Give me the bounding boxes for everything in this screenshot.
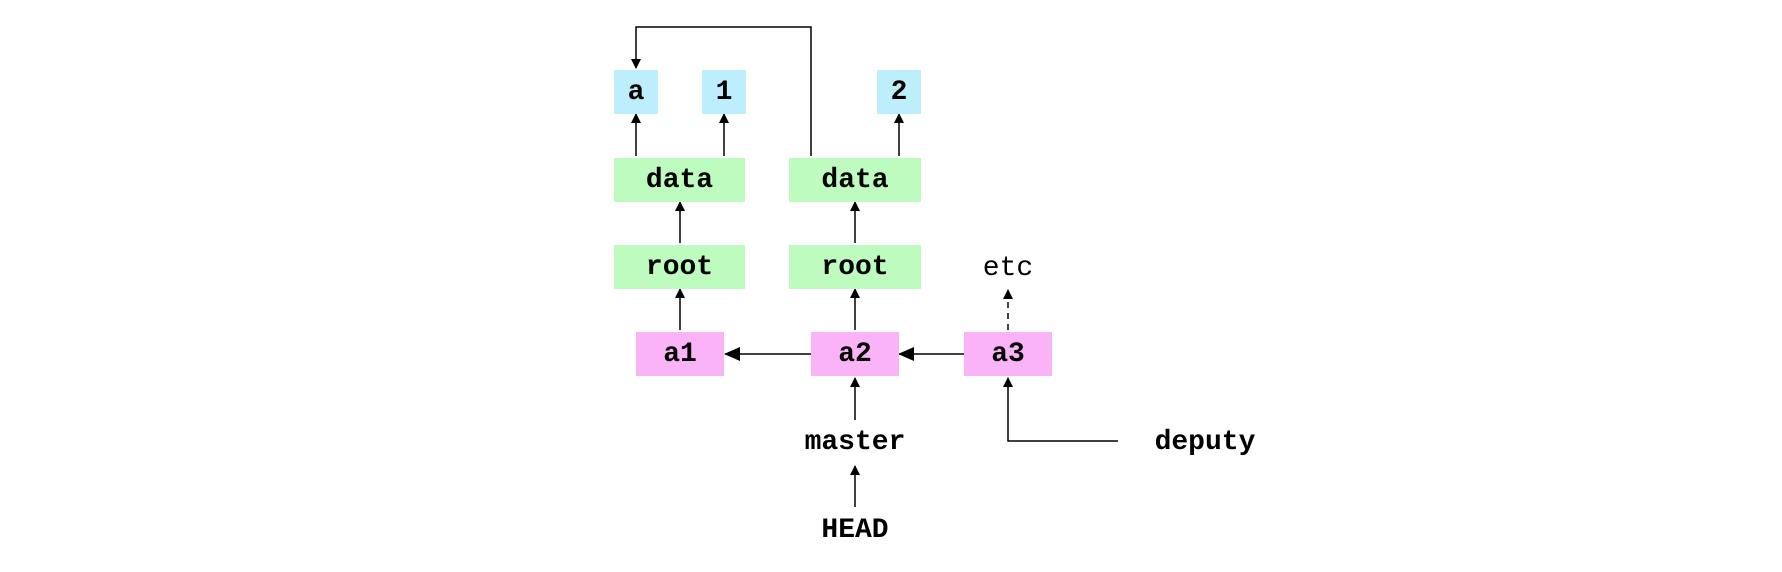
ref-head-label: HEAD — [821, 514, 889, 546]
commit-a2-node: a2 — [811, 332, 899, 376]
commit-a3-node: a3 — [964, 332, 1052, 376]
commit-a1-node: a1 — [636, 332, 724, 376]
tree-data-right-node: data — [789, 158, 921, 202]
commit-a2-label: a2 — [838, 338, 872, 370]
tree-root-left-label: root — [645, 251, 714, 283]
commit-a1-label: a1 — [663, 338, 697, 370]
tree-root-left-node: root — [614, 245, 745, 289]
etc-label: etc — [982, 252, 1034, 284]
blob-2-label: 2 — [890, 76, 908, 108]
blob-a-label: a — [627, 76, 645, 108]
blob-1-label: 1 — [715, 76, 733, 108]
tree-root-right-node: root — [789, 245, 921, 289]
edge-data-right-to-blob-a — [631, 26, 812, 156]
blob-2-node: 2 — [877, 70, 921, 114]
ref-master-label: master — [804, 426, 906, 458]
ref-deputy-label: deputy — [1154, 426, 1256, 458]
tree-data-left-node: data — [614, 158, 745, 202]
blob-a-node: a — [614, 70, 658, 114]
blob-1-node: 1 — [702, 70, 746, 114]
tree-root-right-label: root — [821, 251, 889, 283]
tree-data-left-label: data — [645, 164, 714, 196]
commit-a3-label: a3 — [991, 338, 1025, 370]
edge-deputy-to-a3 — [1003, 377, 1118, 442]
tree-data-right-label: data — [821, 164, 889, 196]
